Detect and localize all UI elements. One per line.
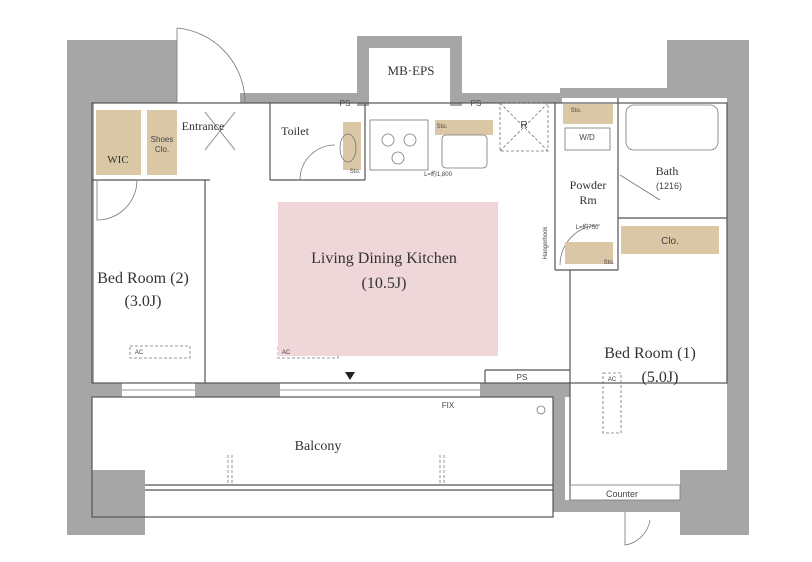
ac-label-bed2: AC	[135, 350, 144, 356]
doors	[96, 27, 661, 546]
walls	[67, 36, 749, 535]
wall-right	[727, 40, 749, 535]
wall-top-right	[560, 88, 670, 98]
shoes-storage	[147, 110, 177, 175]
faucet	[536, 405, 546, 415]
balcony-label: Balcony	[295, 439, 342, 454]
bed1-size: (5.0J)	[642, 369, 679, 386]
ps-label-1: PS	[340, 99, 351, 108]
kitchen-length: L=約1,800	[424, 170, 453, 178]
ps-label-2: PS	[471, 99, 482, 108]
shoes-clo-line2: Clo.	[155, 145, 169, 154]
sink	[441, 134, 488, 169]
wall-left	[67, 40, 94, 395]
entrance-label: Entrance	[182, 119, 225, 133]
ac-bed2	[129, 345, 191, 359]
powder-line2: Rm	[579, 193, 597, 207]
powder-line1: Powder	[570, 178, 607, 192]
wd-storage	[563, 104, 613, 124]
direction-marker	[345, 372, 355, 380]
pillar-bottom-left	[67, 470, 145, 535]
bath-size: (1216)	[656, 181, 682, 191]
wic-storage	[96, 110, 141, 175]
living-highlight	[278, 202, 498, 356]
ac-label-bed1: AC	[608, 377, 617, 383]
fix-label: FIX	[442, 401, 455, 410]
ps-label-3: PS	[517, 373, 528, 382]
bed1-door	[624, 512, 651, 546]
ac-label-living: AC	[282, 350, 291, 356]
outline-main	[91, 102, 728, 384]
ac-bed1	[602, 372, 622, 434]
bath-door	[619, 174, 661, 201]
wic-door	[96, 179, 138, 221]
fridge-space	[499, 102, 549, 152]
wd-pan	[564, 127, 611, 151]
r-label: R	[520, 120, 527, 131]
wall-bed1-left	[553, 397, 565, 512]
wall-top-mid2	[462, 93, 562, 103]
toilet-storage	[343, 122, 361, 170]
powder-storage	[565, 242, 613, 264]
wall-bottom-right	[553, 500, 680, 512]
sto-wd: Sto.	[571, 108, 582, 114]
counter-label: Counter	[606, 489, 638, 499]
vanity-length: L=約750	[576, 223, 600, 231]
wall-balcony-3	[480, 383, 570, 397]
hangerhook-label: Hangerhook	[543, 226, 549, 260]
living-size: (10.5J)	[362, 275, 407, 292]
bed1-name: Bed Room (1)	[604, 345, 696, 362]
wall-mbeps-right	[450, 36, 462, 106]
bed2-size: (3.0J)	[125, 293, 162, 310]
stove	[369, 119, 429, 171]
kitchen-storage	[435, 120, 493, 135]
wall-top-mid	[240, 93, 360, 103]
mb-eps-label: MB·EPS	[388, 63, 435, 78]
toilet-label: Toilet	[281, 124, 309, 138]
bathtub	[625, 104, 719, 151]
wic-label: WIC	[107, 154, 128, 166]
entrance-door	[176, 27, 246, 104]
balcony-outline	[91, 396, 554, 518]
bath-name: Bath	[656, 164, 679, 178]
clo-storage	[621, 226, 719, 254]
sto-kitchen: Sto.	[437, 124, 448, 130]
sto-powder: Sto.	[604, 260, 615, 266]
wall-balcony-1	[92, 383, 122, 397]
powder-door	[559, 224, 601, 266]
wall-balcony-2	[195, 383, 280, 397]
wall-mbeps-left	[357, 36, 369, 106]
wd-label: W/D	[579, 133, 595, 142]
entrance-step	[204, 111, 236, 151]
clo-label: Clo.	[661, 236, 679, 247]
toilet-bowl	[339, 133, 357, 163]
living-name: Living Dining Kitchen	[311, 250, 457, 267]
shoes-clo-line1: Shoes	[151, 135, 174, 144]
sto-toilet: Sto.	[350, 169, 361, 175]
pillar-bottom-right	[680, 470, 749, 535]
toilet-door	[299, 144, 336, 181]
wall-mbeps-top	[357, 36, 462, 48]
labels: MB·EPS Entrance Toilet WIC Shoes Clo. Li…	[97, 63, 696, 499]
partitions	[91, 98, 728, 518]
bed2-name: Bed Room (2)	[97, 270, 189, 287]
storage	[96, 104, 719, 264]
